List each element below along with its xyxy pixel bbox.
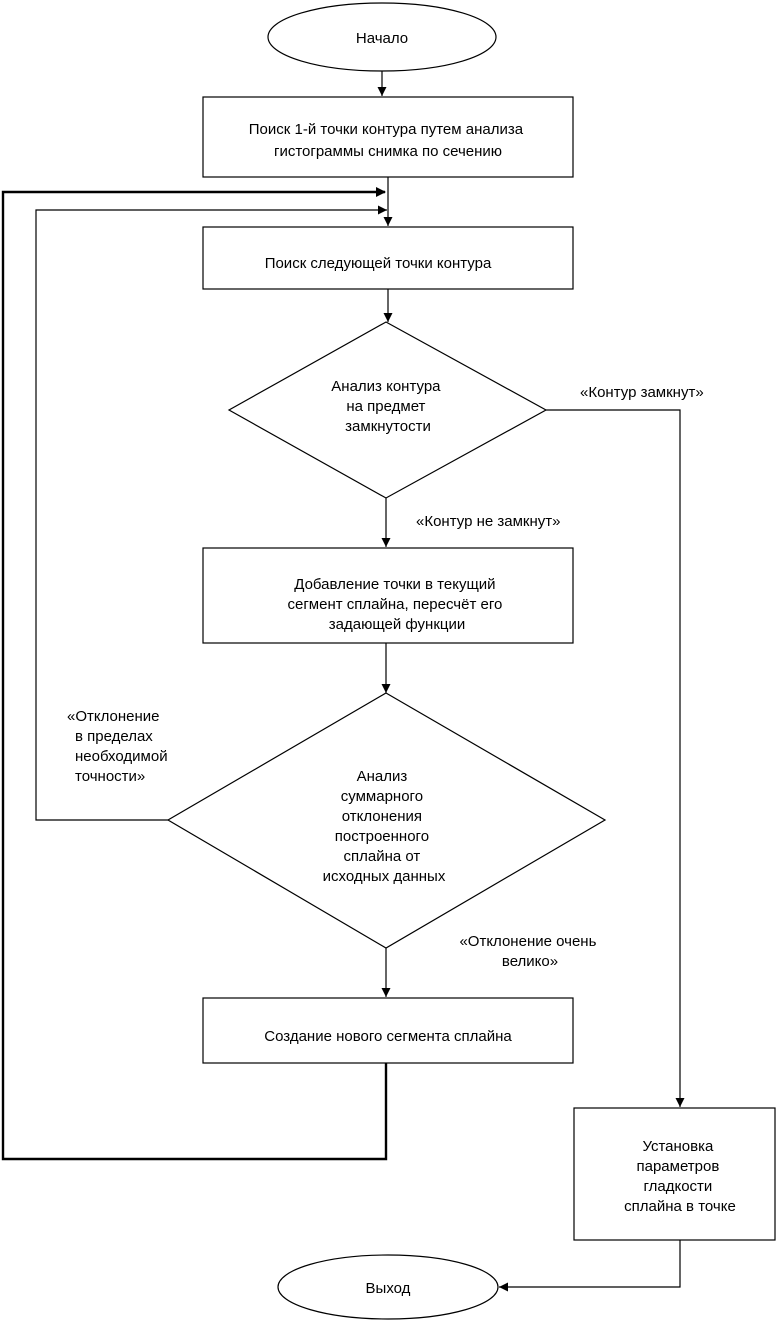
find-first-point-label: Поиск 1-й точки контура путем анализа ги…: [249, 121, 527, 160]
too-large-edge-label: «Отклонение очень велико»: [459, 933, 600, 970]
smoothness-label: Установка параметров гладкости сплайна в…: [624, 1138, 736, 1215]
add-point-box: [202, 547, 574, 644]
closed-branch-line: [546, 409, 685, 1107]
add-point-label: Добавление точки в текущий сегмент сплай…: [287, 576, 506, 633]
within-precision-edge-label: «Отклонение в пределах необходимой точно…: [67, 708, 172, 785]
find-first-point-box: [202, 96, 574, 178]
within-precision-loop-line: [35, 205, 387, 821]
not-closed-edge-label: «Контур не замкнут»: [416, 513, 560, 530]
new-segment-loop-line: [1, 190, 388, 1161]
smoothness-box: [573, 1107, 776, 1241]
find-next-point-box: [202, 226, 574, 290]
closed-contour-decision-label: Анализ контура на предмет замкнутости: [331, 378, 444, 435]
find-next-point-label: Поиск следующей точки контура: [265, 255, 492, 272]
deviation-decision-label: Анализ суммарного отклонения построенног…: [323, 768, 446, 885]
new-segment-label: Создание нового сегмента сплайна: [264, 1028, 512, 1045]
start-label: Начало: [356, 30, 408, 47]
exit-label: Выход: [366, 1280, 411, 1297]
closed-edge-label: «Контур замкнут»: [580, 384, 704, 401]
exit-terminal: [277, 1254, 499, 1320]
new-segment-loop-arrowhead: [376, 187, 386, 197]
new-segment-box: [202, 997, 574, 1064]
smoothness-to-exit-line: [499, 1240, 681, 1292]
